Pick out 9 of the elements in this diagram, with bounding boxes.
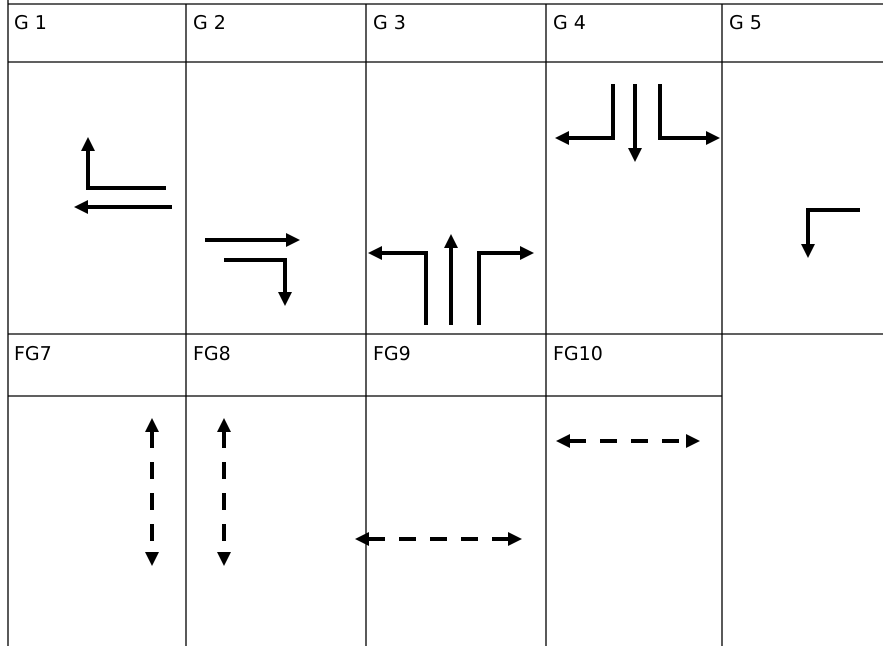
signal-group-label: G 3 <box>373 12 406 34</box>
signal-group-label: FG7 <box>14 343 52 365</box>
signal-group-label: FG8 <box>193 343 231 365</box>
signal-group-label: G 2 <box>193 12 226 34</box>
signal-group-label: FG10 <box>553 343 603 365</box>
signal-group-label: G 4 <box>553 12 586 34</box>
signal-group-label: FG9 <box>373 343 411 365</box>
signal-group-label: G 1 <box>14 12 47 34</box>
signal-group-label: G 5 <box>729 12 762 34</box>
